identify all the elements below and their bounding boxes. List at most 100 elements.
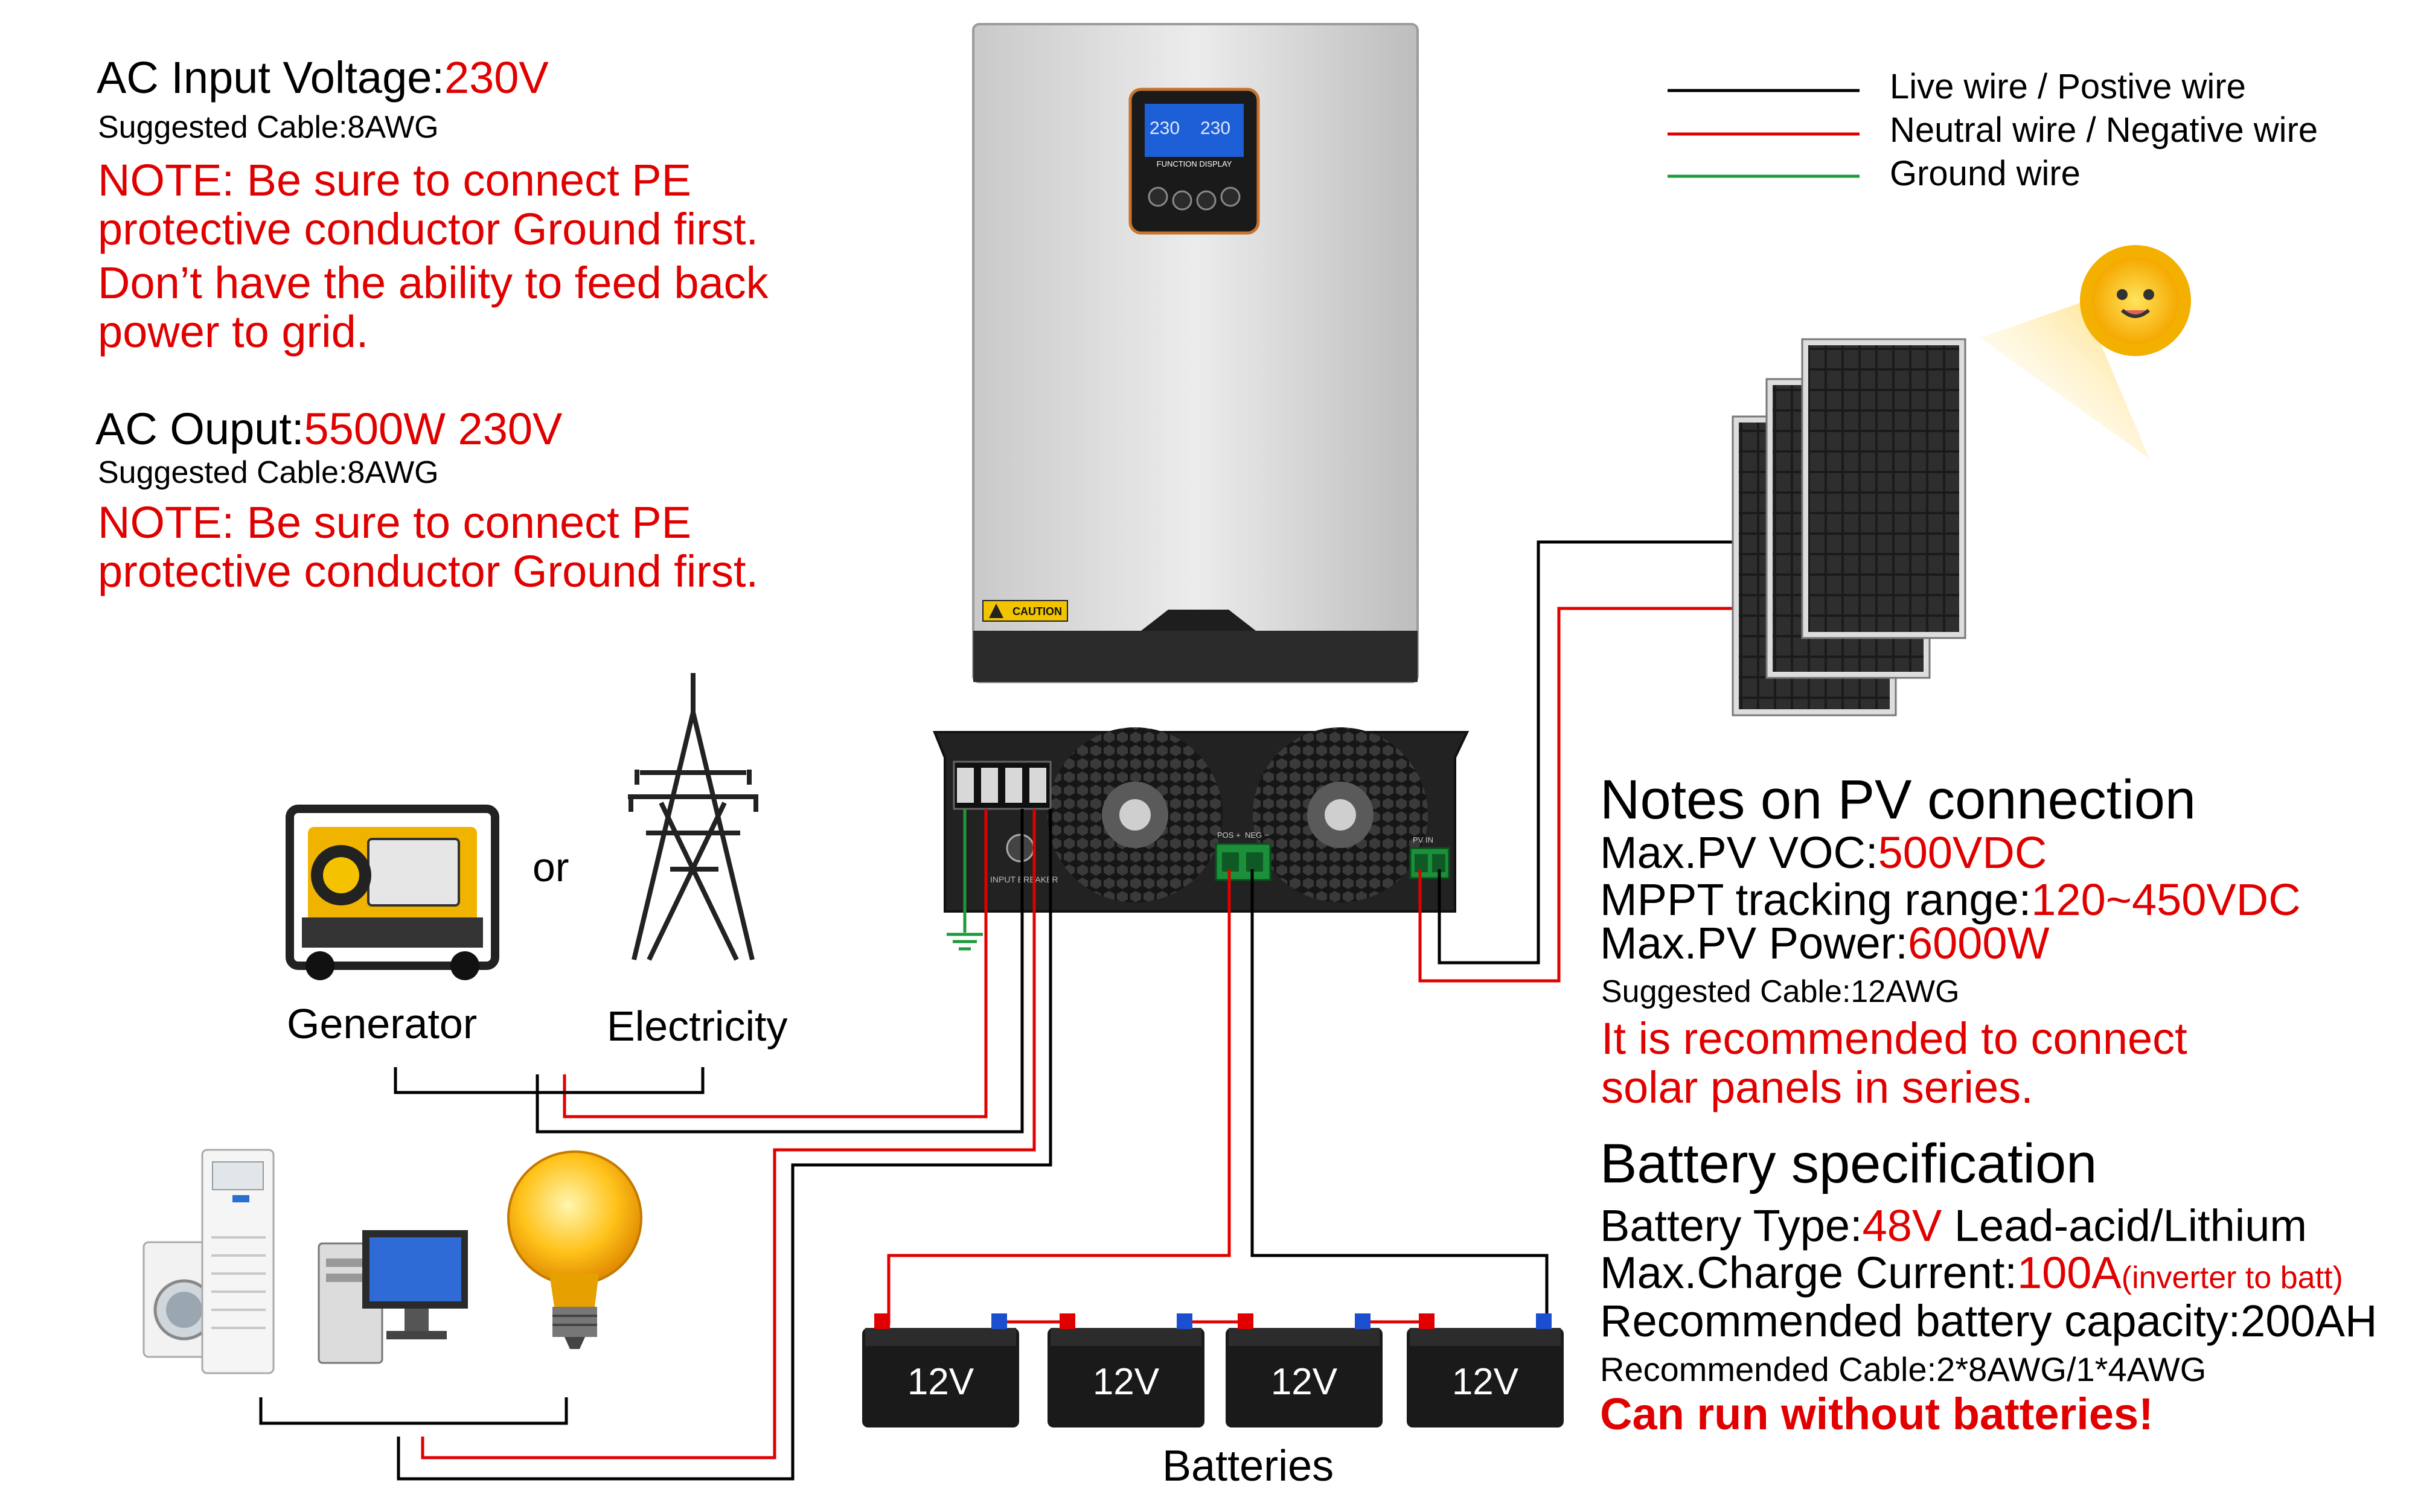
ac-input-note-line2: protective conductor Ground first. [98, 204, 759, 255]
pv-recommendation: It is recommended to connect solar panel… [1601, 1014, 2187, 1112]
pv-rec-line1: It is recommended to connect [1601, 1013, 2187, 1064]
battery-positive-terminal [1419, 1313, 1435, 1329]
battery-terminal-block: POS + NEG − [1215, 831, 1271, 881]
battery-negative-terminal [1177, 1313, 1192, 1329]
mppt-line: MPPT tracking range:120~450VDC [1600, 875, 2301, 924]
neg-label: NEG − [1245, 831, 1268, 840]
pos-label: POS + [1217, 831, 1241, 840]
pv-positive-wire [1438, 540, 1733, 965]
charge-current-label: Max.Charge Current: [1600, 1248, 2017, 1298]
charge-current-line: Max.Charge Current:100A(inverter to batt… [1600, 1248, 2343, 1297]
battery-unit: 12V [862, 1313, 1019, 1427]
computer-icon [318, 1230, 468, 1364]
charge-current-suffix: (inverter to batt) [2121, 1260, 2343, 1295]
or-label: or [533, 844, 569, 890]
ac-output-note: NOTE: Be sure to connect PE protective c… [98, 498, 758, 596]
ac-output-neutral-wire [421, 809, 1036, 1459]
electricity-label: Electricity [607, 1003, 788, 1050]
caution-text: CAUTION [1012, 605, 1062, 617]
pv-terminal-block: PV IN [1409, 835, 1450, 879]
legend-label-live: Live wire / Postive wire [1890, 67, 2246, 106]
panel-title: FUNCTION DISPLAY [1157, 159, 1232, 168]
input-breaker [1006, 834, 1035, 863]
sun-icon [1980, 245, 2191, 459]
pv-voc-line: Max.PV VOC:500VDC [1600, 828, 2047, 877]
pv-power-value: 6000W [1907, 918, 2050, 968]
ac-output-heading: AC Ouput:5500W 230V [95, 404, 562, 453]
ac-input-heading: AC Input Voltage:230V [97, 53, 549, 102]
input-breaker-label: INPUT BREAKER [990, 875, 1058, 884]
batteries-label: Batteries [1162, 1442, 1334, 1490]
battery-negative-wire [887, 869, 1231, 1325]
ground-wire [947, 809, 983, 951]
power-pylon-icon [628, 673, 758, 961]
panel-button [1172, 190, 1192, 211]
generator-icon [286, 805, 499, 980]
lcd-right-reading: 230 [1200, 118, 1230, 138]
pv-cable: Suggested Cable:12AWG [1601, 974, 1960, 1009]
mppt-value: 120~450VDC [2031, 875, 2301, 925]
pv-power-label: Max.PV Power: [1600, 918, 1908, 968]
lcd-left-reading: 230 [1150, 118, 1180, 138]
battery-positive-wire [1250, 869, 1549, 1325]
ac-output-note-line1: NOTE: Be sure to connect PE [98, 497, 691, 547]
source-bracket [394, 1067, 705, 1094]
battery-negative-terminal [991, 1313, 1007, 1329]
battery-voltage-label: 12V [1271, 1361, 1338, 1403]
battery-type-label: Battery Type: [1600, 1201, 1863, 1251]
no-battery-note: Can run without batteries! [1600, 1389, 2154, 1439]
pv-voc-value: 500VDC [1878, 828, 2047, 878]
load-bracket [259, 1397, 568, 1425]
legend-label-neutral: Neutral wire / Negative wire [1890, 110, 2318, 150]
wires [259, 540, 1733, 1481]
legend-label-ground: Ground wire [1890, 154, 2081, 193]
air-conditioner-icon [201, 1149, 275, 1374]
ac-output-label: AC Ouput: [95, 404, 304, 454]
lcd-screen [1145, 104, 1244, 157]
panel-button [1148, 187, 1168, 207]
battery-voltage-label: 12V [907, 1361, 974, 1403]
ac-output-live-wire [397, 809, 1052, 1481]
battery-spec-title: Battery specification [1600, 1133, 2097, 1195]
ac-output-note-line2: protective conductor Ground first. [98, 546, 759, 597]
ac-output-cable: Suggested Cable:8AWG [98, 455, 439, 490]
ac-input-cable: Suggested Cable:8AWG [98, 110, 439, 145]
battery-bank: 12V 12V 12V 12V [862, 1313, 1564, 1427]
pv-notes-title: Notes on PV connection [1600, 769, 2196, 831]
ac-input-label: AC Input Voltage: [97, 53, 444, 103]
inverter-unit: 230 230 FUNCTION DISPLAY CAUTION [933, 23, 1470, 913]
battery-voltage-label: 12V [1452, 1361, 1519, 1403]
pv-voc-label: Max.PV VOC: [1600, 828, 1878, 878]
battery-type-suffix: Lead-acid/Lithium [1942, 1201, 2308, 1251]
ac-input-neutral-wire [563, 809, 988, 1118]
battery-unit: 12V [1048, 1313, 1204, 1427]
ac-input-note: NOTE: Be sure to connect PE protective c… [98, 156, 758, 254]
battery-capacity: Recommended battery capacity:200AH [1600, 1296, 2378, 1346]
light-bulb-icon [507, 1150, 642, 1349]
ac-output-value: 5500W 230V [304, 404, 563, 454]
generator-label: Generator [287, 1000, 478, 1047]
panel-button [1196, 190, 1217, 211]
battery-positive-terminal [874, 1313, 890, 1329]
battery-positive-terminal [1060, 1313, 1075, 1329]
ac-input-live-wire [536, 809, 1024, 1134]
solar-panels [1732, 338, 1966, 716]
mppt-label: MPPT tracking range: [1600, 875, 2032, 925]
pv-in-label: PV IN [1413, 835, 1433, 844]
ac-input-value: 230V [444, 53, 549, 103]
battery-voltage-label: 12V [1093, 1361, 1160, 1403]
panel-button [1220, 187, 1241, 207]
battery-negative-terminal [1355, 1313, 1371, 1329]
charge-current-value: 100A [2017, 1248, 2122, 1298]
pv-power-line: Max.PV Power:6000W [1600, 919, 2049, 968]
battery-unit: 12V [1407, 1313, 1564, 1427]
battery-type-line: Battery Type:48V Lead-acid/Lithium [1600, 1201, 2307, 1250]
battery-cable: Recommended Cable:2*8AWG/1*4AWG [1600, 1350, 2207, 1388]
feed-back-line2: power to grid. [98, 307, 369, 357]
battery-positive-terminal [1238, 1313, 1253, 1329]
battery-type-value: 48V [1862, 1201, 1942, 1251]
pv-rec-line2: solar panels in series. [1601, 1062, 2033, 1113]
ac-terminal-block: INPUT BREAKER [953, 761, 1058, 884]
ac-input-note-line1: NOTE: Be sure to connect PE [98, 155, 691, 205]
